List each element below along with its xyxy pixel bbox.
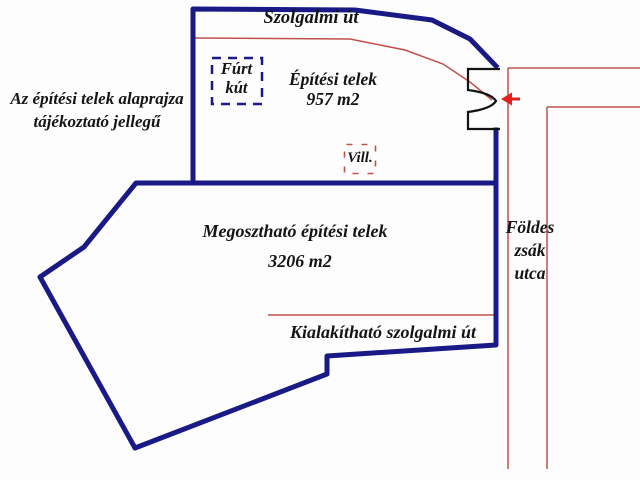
building-parcel-outline [190, 6, 500, 186]
divisible-plot-area: 3206 m2 [268, 251, 332, 271]
formable-service-road-label: Kialakítható szolgalmi út [289, 322, 477, 342]
entrance-arrow-icon [501, 92, 520, 106]
access-path-line [194, 37, 493, 101]
service-road-label: Szolgalmi út [263, 8, 359, 28]
building-plot-label: Építési telek 957 m2 [289, 69, 377, 110]
electricity-label: Vill. [347, 150, 373, 166]
divisible-plot-label: Megosztható építési telek [202, 221, 388, 241]
gate-symbol-icon [466, 67, 500, 131]
disclaimer-note: Az építési telek alaprajza tájékoztató j… [10, 89, 184, 132]
well-box-icon [210, 56, 264, 106]
dirt-street-label: Földes zsák utca [505, 217, 555, 283]
drilled-well-label: Fúrt kút [220, 59, 253, 97]
divisible-parcel-outline [37, 180, 499, 451]
